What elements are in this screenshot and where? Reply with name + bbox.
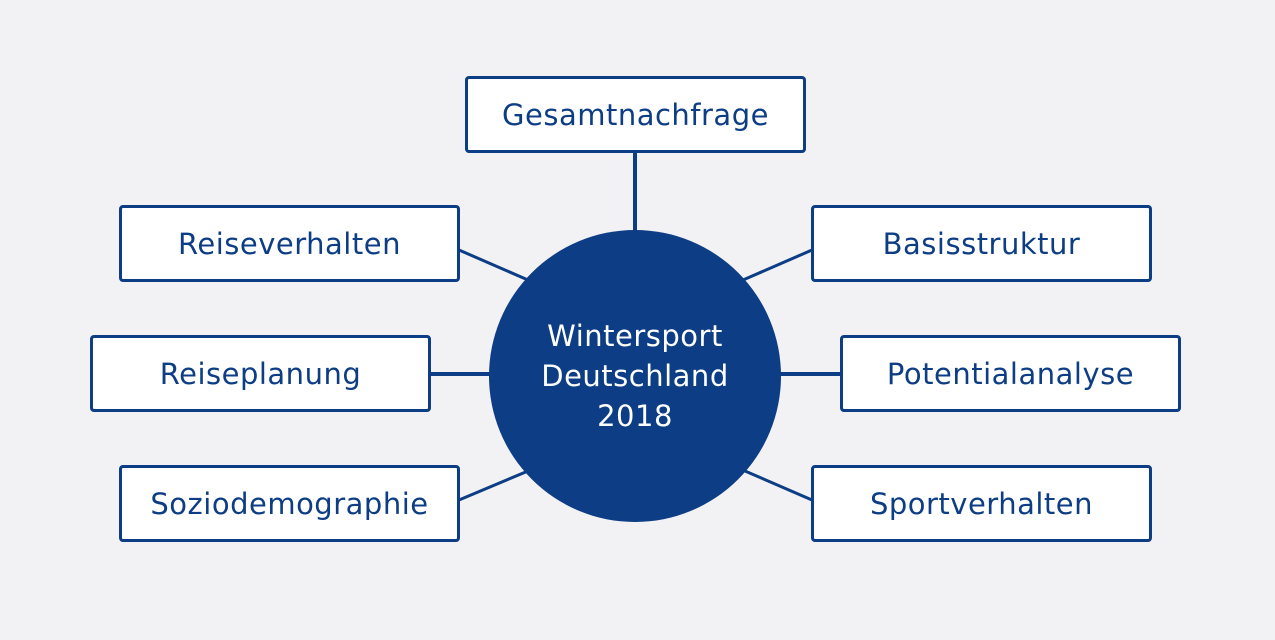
node-reiseverhalten: Reiseverhalten	[119, 205, 460, 282]
node-label: Reiseplanung	[159, 356, 362, 391]
center-topic-circle: Wintersport Deutschland 2018	[489, 230, 781, 522]
center-title-line-2: Deutschland	[541, 359, 729, 393]
node-soziodemographie: Soziodemographie	[119, 465, 460, 542]
center-title-year: 2018	[597, 399, 673, 433]
node-label: Potentialanalyse	[886, 356, 1135, 391]
node-label: Reiseverhalten	[178, 226, 401, 261]
node-label: Gesamtnachfrage	[502, 97, 769, 132]
node-potentialanalyse: Potentialanalyse	[840, 335, 1181, 412]
connector-sportverhalten	[744, 469, 813, 502]
node-label: Soziodemographie	[150, 486, 429, 521]
node-label: Basisstruktur	[882, 226, 1081, 261]
connector-basisstruktur	[742, 248, 813, 282]
center-title-line-1: Wintersport	[547, 319, 723, 353]
connector-soziodemographie	[458, 469, 529, 502]
node-sportverhalten: Sportverhalten	[811, 465, 1152, 542]
node-gesamtnachfrage: Gesamtnachfrage	[465, 76, 806, 153]
node-basisstruktur: Basisstruktur	[811, 205, 1152, 282]
node-label: Sportverhalten	[869, 486, 1094, 521]
connector-reiseverhalten	[458, 248, 529, 282]
node-reiseplanung: Reiseplanung	[90, 335, 431, 412]
